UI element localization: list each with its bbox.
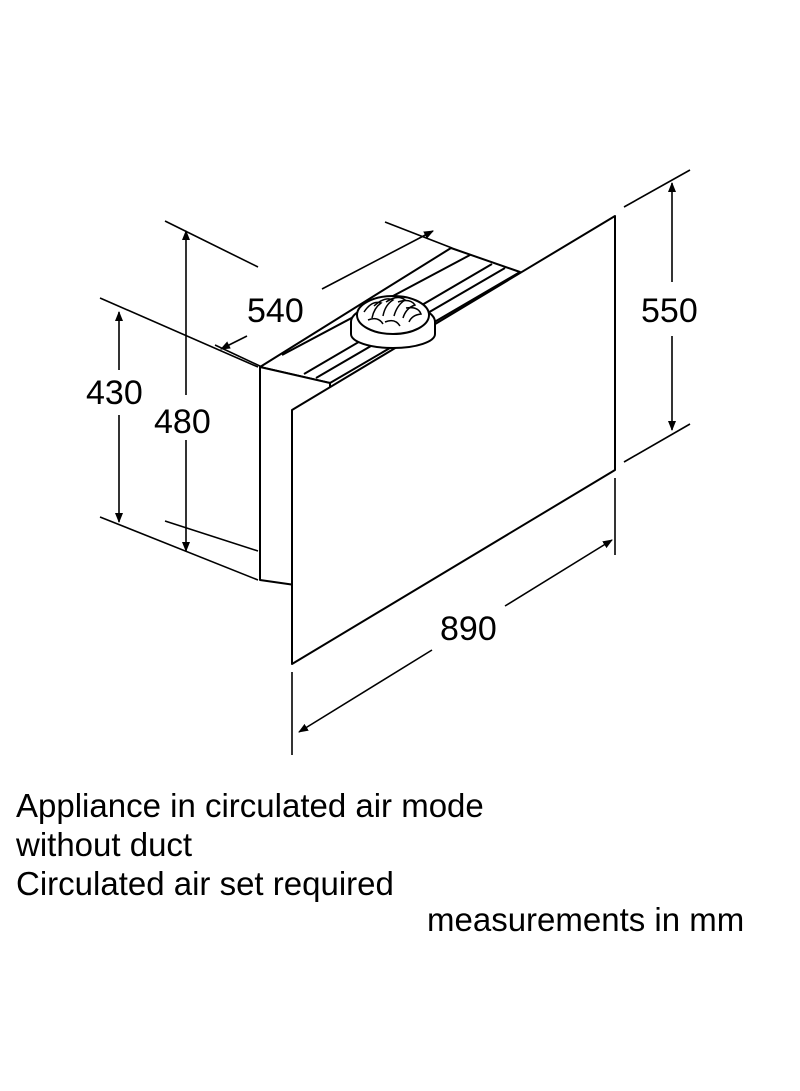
dimension-label-550: 550 (641, 292, 698, 330)
extension-line (384, 221, 453, 249)
dimension-label-430: 430 (86, 374, 143, 412)
extension-line (623, 423, 691, 463)
caption-line: Circulated air set required (16, 865, 394, 902)
extension-line (164, 520, 259, 552)
fan-outlet (350, 295, 436, 349)
extension-line (164, 220, 259, 268)
extension-line (99, 516, 259, 581)
units-note: measurements in mm (427, 901, 745, 938)
dimension-label-540: 540 (247, 292, 304, 330)
dim-line-890-b (504, 539, 613, 607)
dim-line-540-b (321, 230, 434, 290)
glass-panel (291, 215, 616, 665)
hood-dimension-drawing: 540 550 430 480 890 (86, 169, 698, 755)
caption-block: Appliance in circulated air mode without… (16, 786, 484, 903)
dimension-label-480: 480 (154, 403, 211, 441)
hood-body (259, 215, 616, 665)
extension-line (623, 169, 691, 208)
extension-line (99, 297, 259, 368)
dimension-label-890: 890 (440, 610, 497, 648)
dim-line-890-a (298, 649, 433, 733)
dimension-lines (99, 169, 691, 755)
caption-line: Appliance in circulated air mode (16, 787, 484, 824)
caption-line: without duct (16, 826, 193, 863)
dim-line-540-a (220, 335, 248, 350)
dimension-labels: 540 550 430 480 890 (86, 292, 698, 648)
fan-blades-icon (363, 296, 423, 327)
